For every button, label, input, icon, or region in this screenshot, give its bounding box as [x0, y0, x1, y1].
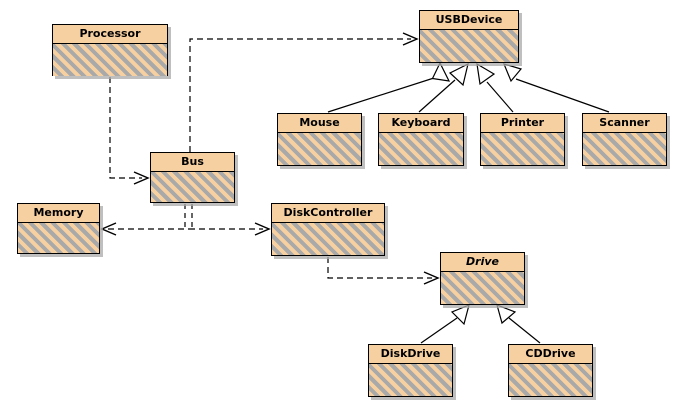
class-body-bus [151, 172, 234, 202]
uml-class-memory[interactable]: Memory [17, 203, 100, 254]
class-name-diskdrive: DiskDrive [369, 345, 452, 364]
class-body-scanner [583, 133, 666, 165]
uml-class-scanner[interactable]: Scanner [582, 113, 667, 166]
uml-class-keyboard[interactable]: Keyboard [378, 113, 464, 166]
edge-printer-usbdevice [476, 62, 514, 113]
class-name-scanner: Scanner [583, 114, 666, 133]
uml-class-drive[interactable]: Drive [440, 252, 525, 305]
class-body-keyboard [379, 133, 463, 165]
class-name-mouse: Mouse [278, 114, 361, 133]
class-name-memory: Memory [18, 204, 99, 223]
uml-class-cddrive[interactable]: CDDrive [508, 344, 593, 397]
class-body-diskcontroller [272, 223, 384, 255]
edge-processor-bus [109, 77, 150, 185]
class-name-keyboard: Keyboard [379, 114, 463, 133]
uml-class-bus[interactable]: Bus [150, 152, 235, 203]
class-body-cddrive [509, 364, 592, 396]
uml-class-diskcontroller[interactable]: DiskController [271, 203, 385, 256]
uml-class-usbdevice[interactable]: USBDevice [419, 10, 519, 63]
class-name-cddrive: CDDrive [509, 345, 592, 364]
uml-class-processor[interactable]: Processor [52, 24, 168, 76]
edge-bus-diskcontroller [189, 222, 271, 236]
class-body-processor [53, 44, 167, 76]
edge-scanner-usbdevice [502, 63, 610, 113]
edge-mouse-usbdevice [327, 61, 451, 113]
uml-class-diskdrive[interactable]: DiskDrive [368, 344, 453, 397]
class-name-printer: Printer [481, 114, 564, 133]
class-name-processor: Processor [53, 25, 167, 44]
uml-class-mouse[interactable]: Mouse [277, 113, 362, 166]
class-name-diskcontroller: DiskController [272, 204, 384, 223]
class-name-bus: Bus [151, 153, 234, 172]
edge-diskdrive-drive [420, 303, 470, 344]
class-name-drive: Drive [441, 253, 524, 272]
edge-bus-memory [100, 222, 189, 236]
edge-cddrive-drive [496, 304, 541, 344]
uml-class-printer[interactable]: Printer [480, 113, 565, 166]
class-body-drive [441, 272, 524, 304]
class-body-usbdevice [420, 30, 518, 62]
class-body-printer [481, 133, 564, 165]
class-body-memory [18, 223, 99, 253]
edge-diskcontroller-drive [327, 257, 440, 285]
edge-keyboard-usbdevice [418, 62, 469, 113]
class-name-usbdevice: USBDevice [420, 11, 518, 30]
class-body-mouse [278, 133, 361, 165]
class-body-diskdrive [369, 364, 452, 396]
